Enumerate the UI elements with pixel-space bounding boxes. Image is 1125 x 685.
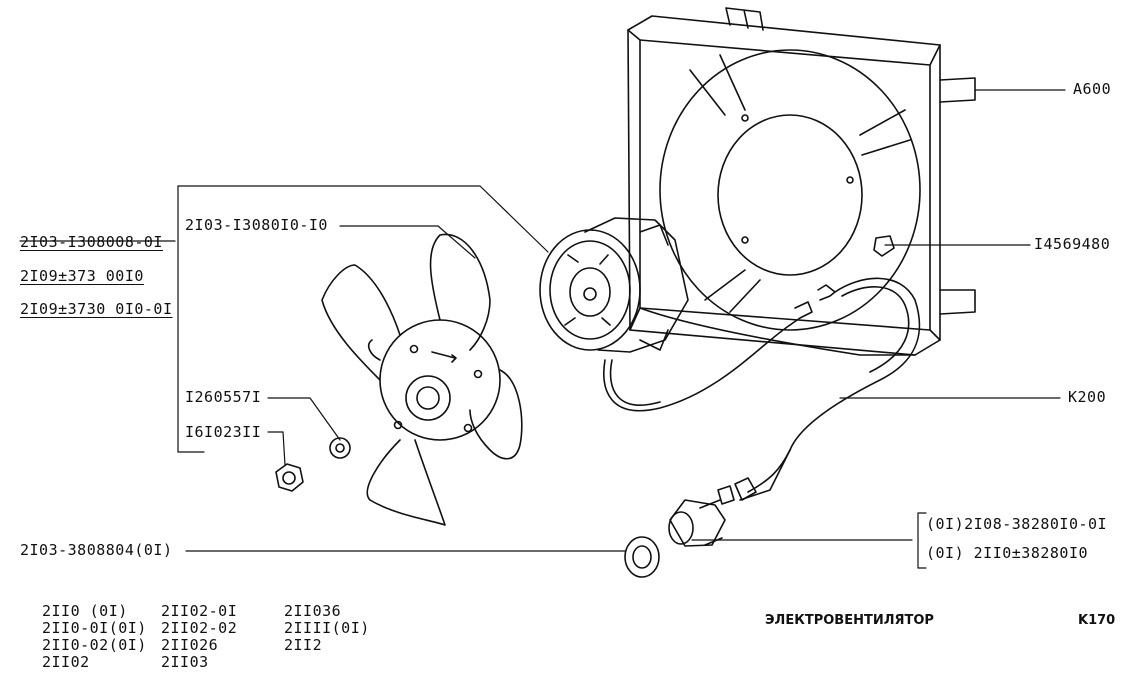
label-fan-part-number-superseded: 2I03-I308008-0I bbox=[20, 233, 163, 251]
label-switch-part-number-2: (0I) 2II0±38280I0 bbox=[926, 544, 1089, 562]
model-item: 2II2 bbox=[284, 636, 323, 654]
label-harness-part-number: K200 bbox=[1068, 388, 1107, 406]
washer-part bbox=[329, 437, 351, 459]
page-title: ЭЛЕКТРОВЕНТИЛЯТОР bbox=[765, 613, 934, 628]
fan-impeller bbox=[321, 233, 523, 526]
wiring-harness bbox=[717, 277, 921, 505]
model-item: 2II0 (0I) bbox=[42, 602, 128, 620]
label-washer-part-number: I260557I bbox=[185, 388, 262, 406]
model-item: 2II02 bbox=[42, 653, 90, 671]
label-switch-part-number-1: (0I)2I08-38280I0-0I bbox=[926, 515, 1108, 533]
model-item: 2IIII(0I) bbox=[284, 619, 370, 637]
model-item: 2II03 bbox=[161, 653, 209, 671]
switch-gasket bbox=[624, 536, 660, 578]
label-motor-part-number: 2I03-I3080I0-I0 bbox=[185, 216, 328, 234]
label-nut-part-number: I6I023II bbox=[185, 423, 262, 441]
label-shroud-part-number: A600 bbox=[1073, 80, 1112, 98]
nut-part bbox=[275, 463, 304, 492]
model-item: 2II0-02(0I) bbox=[42, 636, 147, 654]
label-fan-part-number-2: 2I09±373 00I0 bbox=[20, 267, 144, 285]
model-item: 2II02-02 bbox=[161, 619, 238, 637]
model-item: 2II02-0I bbox=[161, 602, 238, 620]
model-item: 2II0-0I(0I) bbox=[42, 619, 147, 637]
model-item: 2II026 bbox=[161, 636, 219, 654]
label-fan-part-number-3: 2I09±3730 0I0-0I bbox=[20, 300, 173, 318]
model-item: 2II036 bbox=[284, 602, 342, 620]
label-gasket-part-number: 2I03-3808804(0I) bbox=[20, 541, 173, 559]
page-code: K170 bbox=[1078, 613, 1116, 628]
label-clip-part-number: I4569480 bbox=[1034, 235, 1111, 253]
fan-shroud bbox=[627, 7, 976, 356]
temperature-switch bbox=[668, 499, 726, 547]
shroud-clip bbox=[873, 235, 895, 257]
fan-motor bbox=[539, 217, 791, 412]
leader-lines bbox=[19, 89, 1066, 569]
